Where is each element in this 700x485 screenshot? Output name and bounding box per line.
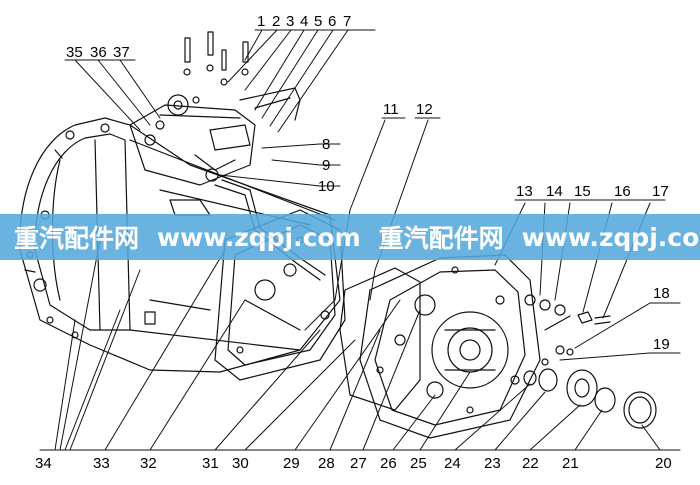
callout-7: 7 — [343, 13, 351, 30]
top-bolts — [183, 31, 249, 104]
callout-1: 1 — [257, 13, 265, 30]
rear-housing — [359, 254, 541, 439]
callout-18: 18 — [653, 285, 670, 302]
callout-36: 36 — [90, 44, 107, 61]
watermark-url-2: www.zqpj.com — [521, 222, 700, 252]
callout-23: 23 — [484, 455, 501, 472]
callout-2: 2 — [272, 13, 280, 30]
watermark-text-1: 重汽配件网 — [14, 224, 140, 253]
callout-4: 4 — [300, 13, 308, 30]
callout-17: 17 — [652, 183, 669, 200]
callout-32: 32 — [140, 455, 157, 472]
callout-3: 3 — [286, 13, 294, 30]
watermark-banner: 重汽配件网 www.zqpj.com 重汽配件网 www.zqpj.com — [0, 214, 700, 260]
callout-14: 14 — [546, 183, 563, 200]
callout-11: 11 — [383, 101, 399, 118]
callout-19: 19 — [653, 336, 670, 353]
callout-33: 33 — [93, 455, 110, 472]
callout-31: 31 — [202, 455, 219, 472]
callout-6: 6 — [328, 13, 336, 30]
shift-cover — [129, 87, 326, 281]
seal-parts — [523, 368, 657, 429]
callout-34: 34 — [35, 455, 52, 472]
callout-8: 8 — [322, 136, 330, 153]
callout-10: 10 — [318, 178, 335, 195]
callout-20: 20 — [655, 455, 672, 472]
callout-15: 15 — [574, 183, 591, 200]
watermark-url-1: www.zqpj.com — [157, 222, 361, 252]
callout-22: 22 — [522, 455, 539, 472]
callout-28: 28 — [318, 455, 335, 472]
gasket — [339, 267, 421, 411]
callout-29: 29 — [283, 455, 300, 472]
watermark-text-2: 重汽配件网 — [378, 224, 504, 253]
callout-35: 35 — [66, 44, 83, 61]
callout-30: 30 — [232, 455, 249, 472]
callout-25: 25 — [410, 455, 427, 472]
small-parts — [524, 294, 611, 366]
callout-21: 21 — [562, 455, 579, 472]
callout-24: 24 — [444, 455, 461, 472]
callout-9: 9 — [322, 157, 330, 174]
callout-26: 26 — [380, 455, 397, 472]
callout-13: 13 — [516, 183, 533, 200]
callout-37: 37 — [113, 44, 130, 61]
callout-5: 5 — [314, 13, 322, 30]
callout-12: 12 — [416, 101, 433, 118]
callout-27: 27 — [350, 455, 367, 472]
callout-16: 16 — [614, 183, 631, 200]
